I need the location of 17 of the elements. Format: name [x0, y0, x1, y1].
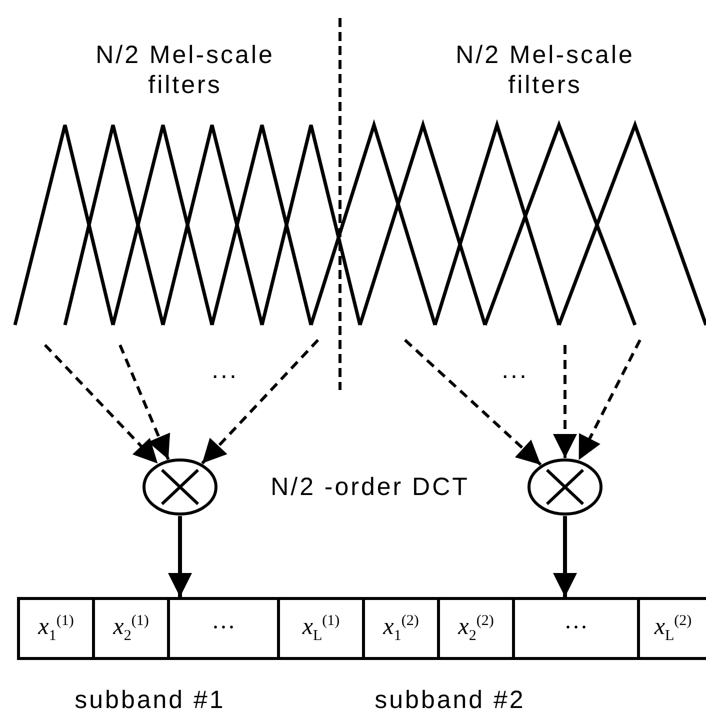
- arrow: [404, 338, 542, 466]
- filter-label: N/2 Mel-scale filters: [454, 40, 636, 100]
- subband-label: subband #2: [374, 685, 526, 715]
- subband-label: subband #1: [74, 685, 226, 715]
- vector-cell: ···: [167, 597, 280, 660]
- arrow: [553, 516, 577, 597]
- ellipsis: ...: [502, 355, 528, 385]
- filter-label: N/2 Mel-scale filters: [94, 40, 276, 100]
- dct-label: N/2 -order DCT: [270, 472, 470, 502]
- arrow: [44, 344, 159, 465]
- ellipsis: ...: [212, 355, 238, 385]
- arrow: [577, 339, 642, 461]
- arrow: [118, 344, 170, 460]
- vector-cell: ···: [512, 597, 640, 660]
- arrow: [201, 338, 320, 464]
- arrow: [553, 345, 577, 458]
- arrow: [168, 516, 192, 597]
